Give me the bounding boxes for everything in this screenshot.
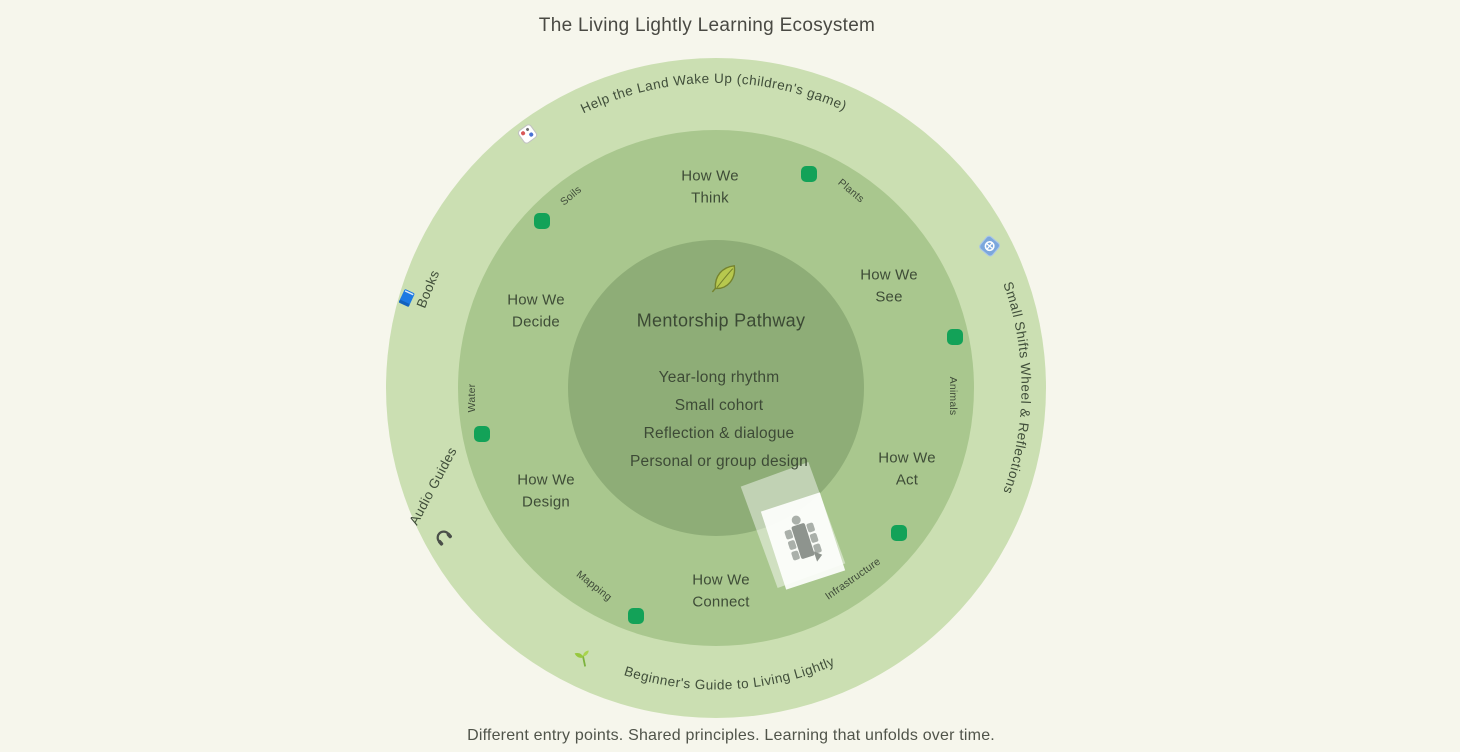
node-dot-plants <box>801 166 817 182</box>
game-die-icon <box>516 122 543 150</box>
pathway-line: Personal or group design <box>630 453 808 470</box>
pathway-line: Reflection & dialogue <box>643 425 795 442</box>
node-dot-mapping <box>628 608 644 624</box>
node-dot-infrastructure <box>891 525 907 541</box>
node-label-water: Water <box>466 383 478 413</box>
page-caption: Different entry points. Shared principle… <box>467 727 995 744</box>
book-icon <box>397 288 420 310</box>
segment-how-we-act: How We Act <box>878 449 936 488</box>
node-dot-soils <box>534 213 550 229</box>
node-dot-water <box>474 426 490 442</box>
segment-how-we-connect: How We Connect <box>692 571 750 610</box>
table-and-chairs-icon <box>784 515 823 562</box>
node-dot-animals <box>947 329 963 345</box>
pathway-line: Small cohort <box>674 397 764 414</box>
page-title: The Living Lightly Learning Ecosystem <box>538 15 876 36</box>
node-label-animals: Animals <box>947 376 959 416</box>
segment-how-we-design: How We Design <box>517 471 575 510</box>
segment-how-we-see: How We See <box>860 266 918 305</box>
mentorship-pathway-heading: Mentorship Pathway <box>636 310 806 331</box>
seedling-icon <box>572 647 597 676</box>
headphones-icon <box>429 523 458 553</box>
segment-how-we-decide: How We Decide <box>507 291 565 330</box>
mentorship-pathway-details: Year-long rhythm Small cohort Reflection… <box>630 364 808 476</box>
inner-circle-mentorship <box>568 240 864 536</box>
pathway-line: Year-long rhythm <box>658 369 780 386</box>
reflection-card-icon <box>974 233 1003 262</box>
segment-how-we-think: How We Think <box>681 167 739 206</box>
meeting-table-photo <box>760 492 846 590</box>
leaf-icon <box>704 258 743 303</box>
